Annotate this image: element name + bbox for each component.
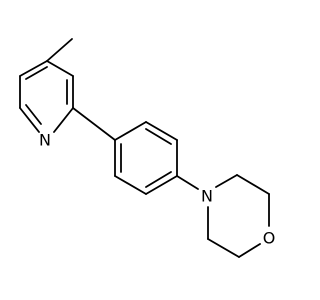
morpholine-oxygen-label: O xyxy=(263,229,276,248)
bond-mo-c5-c6 xyxy=(207,238,240,258)
morpholine-ring: N O xyxy=(201,174,276,258)
bond-mo-n-c2 xyxy=(215,174,238,188)
bond-bz-5-6 xyxy=(114,175,147,195)
bond-biaryl xyxy=(72,107,116,141)
bond-py-c4-c3 xyxy=(46,60,74,77)
bond-mo-c2-c3 xyxy=(236,174,270,195)
bond-py-c2-n1 xyxy=(53,107,74,133)
bond-bz-2-3 xyxy=(145,121,178,141)
pyridine-nitrogen-label: N xyxy=(39,131,51,150)
methyl-group xyxy=(46,38,73,62)
structure-canvas: N N O xyxy=(19,38,276,258)
morpholine-nitrogen-label: N xyxy=(201,187,213,206)
bond-bz-1-2 xyxy=(114,121,147,141)
pyridine-ring: N xyxy=(19,60,74,150)
bond-py-n1-c6 xyxy=(19,107,40,133)
bond-bz-4-5-inner xyxy=(145,171,172,188)
bond-py-c5-c4 xyxy=(19,60,48,77)
bond-py-n1-c6-inner xyxy=(25,104,42,125)
bond-methyl xyxy=(46,38,73,62)
bond-bz-4-5 xyxy=(145,175,178,195)
bond-py-c5-c4-inner xyxy=(25,66,48,80)
benzene-ring xyxy=(114,121,178,195)
bond-bz-2-3-inner xyxy=(145,128,172,145)
bond-mo-o-c5 xyxy=(238,243,261,258)
bond-aryl-morpholine xyxy=(176,175,199,190)
